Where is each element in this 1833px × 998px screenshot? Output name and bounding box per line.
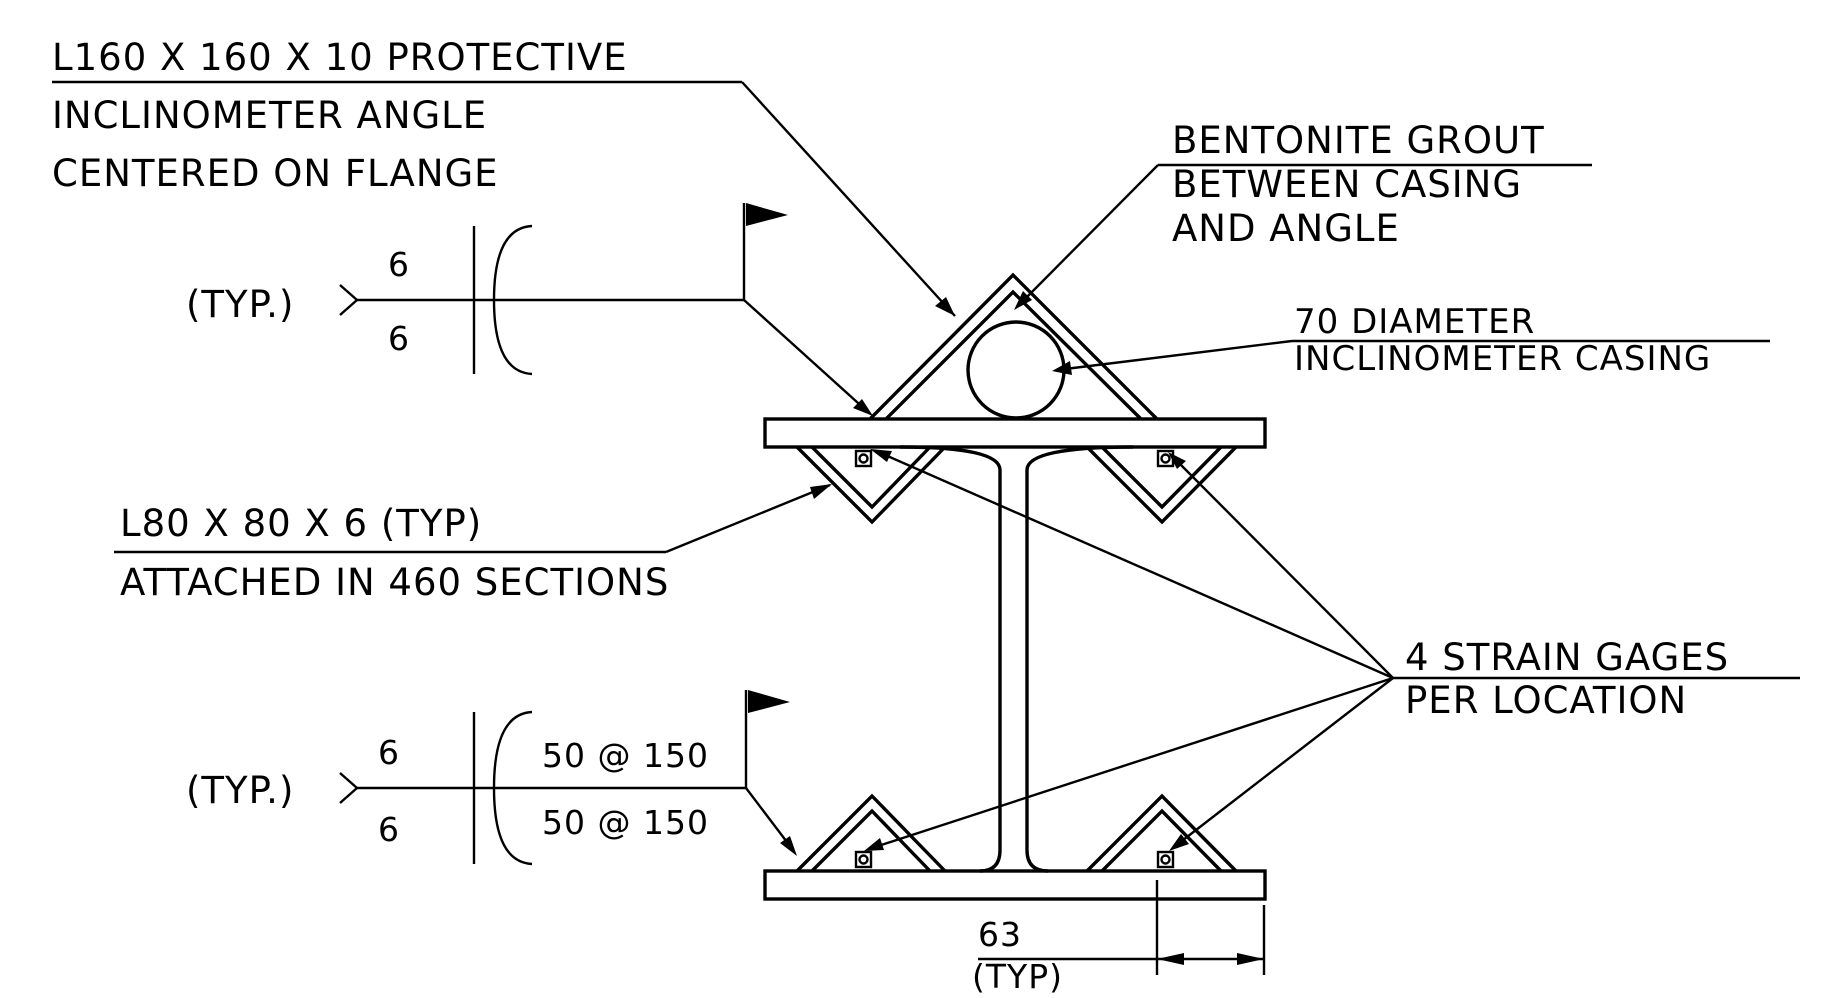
small-angle-tl-inner (810, 445, 932, 510)
grout-line-1: BENTONITE GROUT (1172, 119, 1545, 162)
small-angle-bottom-left (795, 793, 947, 873)
strain-gages-line-2: PER LOCATION (1405, 679, 1687, 722)
small-angle-bottom-right (1085, 793, 1238, 873)
small-angle-top-right (1085, 445, 1238, 525)
protective-angle-outer (868, 272, 1159, 421)
bentonite-grout-note: BENTONITE GROUT BETWEEN CASING AND ANGLE (1014, 119, 1592, 310)
weld-bottom-field-flag (748, 690, 790, 713)
gage-arrow-bottom-right (1169, 834, 1189, 851)
dim-value: 63 (978, 915, 1022, 954)
casing-line-2: INCLINOMETER CASING (1294, 339, 1711, 379)
strain-gage-top-left (854, 449, 873, 468)
small-angle-tr-outer (1085, 445, 1238, 525)
protective-angle-line-2: INCLINOMETER ANGLE (52, 94, 487, 137)
strain-gage-bottom-right (1156, 850, 1175, 869)
gage-leader-bottom-left (868, 676, 1394, 851)
casing-note: 70 DIAMETER INCLINOMETER CASING (1052, 302, 1770, 379)
weld-bottom-pitch-above: 50 @ 150 (542, 736, 709, 775)
strain-gages-note: 4 STRAIN GAGES PER LOCATION (864, 449, 1800, 851)
strain-gage-bottom-right-dot (1160, 854, 1171, 865)
weld-bottom-arrowhead (780, 836, 797, 856)
protective-angle (868, 272, 1159, 421)
gage-leader-top-right (1172, 456, 1394, 679)
strain-gage-top-right-dot (1160, 453, 1171, 464)
weld-top-size-above: 6 (388, 245, 410, 284)
protective-angle-leader (741, 81, 956, 317)
weld-bottom-typ: (TYP.) (186, 769, 294, 812)
strain-gages-line-1: 4 STRAIN GAGES (1405, 636, 1729, 679)
grout-leader (1017, 164, 1159, 307)
small-angle-leader (665, 483, 831, 554)
strain-gage-top-left-dot (858, 453, 869, 464)
web-right-edge (1025, 445, 1134, 873)
small-angle-line-2: ATTACHED IN 460 SECTIONS (120, 561, 669, 604)
grout-line-2: BETWEEN CASING (1172, 163, 1522, 206)
weld-top-field-flag (746, 203, 788, 226)
strain-gage-top-right (1156, 449, 1175, 468)
protective-angle-arrowhead (935, 297, 955, 316)
bottom-flange (763, 869, 1267, 901)
weld-bottom-size-above: 6 (378, 733, 400, 772)
gage-arrow-top-left (870, 449, 892, 462)
small-angle-bl-inner (810, 808, 932, 873)
dim-arrow-left (1157, 953, 1184, 965)
weld-top-contour (492, 224, 533, 376)
weld-top-tail (339, 284, 359, 316)
web-left-edge (899, 445, 1002, 873)
top-flange (763, 417, 1267, 449)
casing-leader (1056, 339, 1293, 372)
weld-bottom-tail (339, 772, 359, 804)
small-angle-br-outer (1085, 793, 1238, 873)
protective-angle-line-3: CENTERED ON FLANGE (52, 152, 499, 195)
protective-angle-note: L160 X 160 X 10 PROTECTIVE INCLINOMETER … (52, 36, 956, 317)
gage-arrow-bottom-left (864, 838, 884, 851)
casing-arrowhead (1052, 361, 1072, 375)
small-angle-br-inner (1100, 808, 1223, 873)
weld-symbol-bottom: (TYP.) 6 6 50 @ 150 50 @ 150 (186, 690, 797, 866)
strain-gage-bottom-left (854, 850, 873, 869)
weld-symbol-top: (TYP.) 6 6 (186, 203, 873, 416)
weld-top-arrow-line (743, 299, 869, 413)
casing-line-1: 70 DIAMETER (1294, 302, 1535, 342)
weld-top-size-below: 6 (388, 319, 410, 358)
weld-bottom-pitch-below: 50 @ 150 (542, 803, 709, 842)
dimension-63: 63 (TYP) (972, 880, 1266, 996)
grout-line-3: AND ANGLE (1172, 207, 1400, 250)
small-angle-arrowhead (810, 484, 832, 499)
protective-angle-inner (884, 289, 1143, 421)
gage-leader-top-left (875, 449, 1394, 680)
gage-leader-bottom-right (1173, 677, 1394, 848)
dim-arrow-right (1237, 953, 1264, 965)
weld-bottom-contour (492, 710, 533, 866)
protective-angle-line-1: L160 X 160 X 10 PROTECTIVE (52, 36, 628, 79)
small-angle-top-left (795, 445, 947, 525)
small-angle-bl-outer (795, 793, 947, 873)
small-angle-tl-outer (795, 445, 947, 525)
inclinometer-casing (966, 320, 1066, 420)
dim-note: (TYP) (972, 957, 1063, 993)
small-angle-tr-inner (1100, 445, 1223, 510)
weld-top-arrowhead (853, 399, 873, 416)
weld-top-typ: (TYP.) (186, 283, 294, 326)
small-angle-note: L80 X 80 X 6 (TYP) ATTACHED IN 460 SECTI… (114, 483, 832, 604)
small-angle-line-1: L80 X 80 X 6 (TYP) (120, 502, 482, 545)
strain-gage-bottom-left-dot (858, 854, 869, 865)
weld-bottom-size-below: 6 (378, 810, 400, 849)
